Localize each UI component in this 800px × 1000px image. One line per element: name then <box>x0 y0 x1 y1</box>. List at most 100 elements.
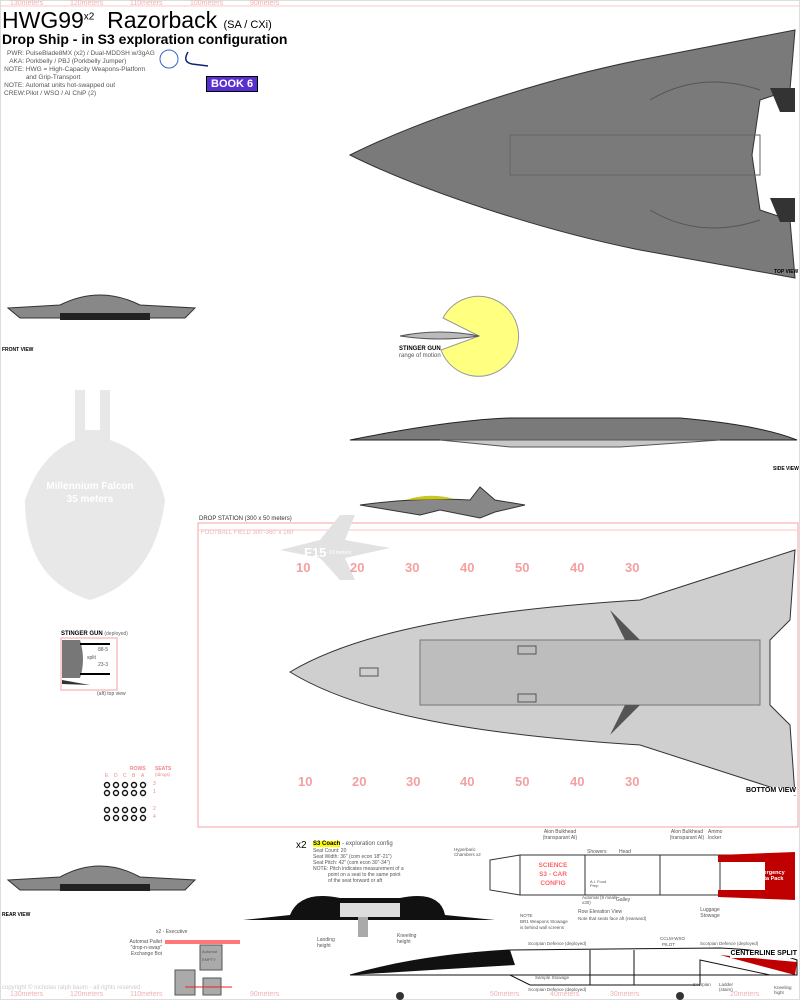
yard-number: 30 <box>405 560 420 575</box>
top-view-ship <box>348 29 796 279</box>
landing-height-label: Landing height <box>317 937 335 949</box>
scale-label: 100meters <box>190 0 224 7</box>
stinger-caption: range of motion <box>399 353 441 359</box>
copyright: copyright © nicholas ralph baum - all ri… <box>2 985 141 991</box>
executive-line: "drop-n-swap" <box>130 945 162 951</box>
f15-size: - 19 meters <box>326 550 352 556</box>
empty-box-label: EMPTY <box>202 957 216 962</box>
stinger-detail-caption: (aft) top view <box>97 691 126 697</box>
scale-label: 40meters <box>550 991 580 998</box>
yard-number: 40 <box>460 560 475 575</box>
scale-label: 130meters <box>10 991 44 998</box>
scorpion-label: Scorpian Defence (deployed) <box>528 987 587 992</box>
row-letter: D <box>114 773 118 779</box>
ammo-locker-label: Ammo locker <box>708 829 723 841</box>
coach-multiplier: x2 <box>296 840 307 851</box>
stinger-value: 88-5 <box>98 647 109 653</box>
scorpion-label: Scorpian Defence (deployed) <box>700 941 759 946</box>
executive-line: Exchange Bot <box>130 951 162 957</box>
plan-note: NOTE <box>520 913 533 918</box>
row-letter: B <box>132 773 136 779</box>
coach-spec-line: of the seat forward or aft <box>328 878 383 884</box>
seat-number: 4 <box>153 814 156 820</box>
yard-number: 30 <box>625 774 640 789</box>
plan-note: BR1 Weapons Stowage <box>520 919 568 924</box>
yard-number: 30 <box>406 774 421 789</box>
yard-number: 10 <box>298 774 313 789</box>
seat-number: 3 <box>153 781 156 787</box>
f15-name: F15 <box>304 545 327 560</box>
hyperbaric-label: Hyperbaric Chambers x2 <box>454 847 481 857</box>
scale-label: 30meters <box>610 991 640 998</box>
spec-item: and Grip-Transport <box>25 74 81 81</box>
bulkhead-label: Alon Bulkhead (transparant AI) <box>669 829 705 841</box>
scorpion-label: Scorpian Defence (deployed) <box>528 941 587 946</box>
yard-number: 40 <box>570 774 585 789</box>
side-view-label: SIDE VIEW <box>773 466 799 472</box>
bottom-view-ship <box>289 549 796 796</box>
spec-list: PWR: PulseBlade8MX (x2) / Dual-MDDSH w/3… <box>4 50 155 98</box>
pilot-label: PILOT <box>662 942 676 947</box>
stinger-detail-diagram <box>60 637 118 691</box>
subtitle: Drop Ship - in S3 exploration configurat… <box>2 31 288 47</box>
scorpian-label: Scorpian <box>693 982 711 987</box>
spec-item: CREW: Pilot / WSO / AI ChiP (2) <box>4 90 97 97</box>
millennium-falcon-silhouette <box>25 390 165 600</box>
automat-label: Automat (9 meals x30) <box>582 895 618 905</box>
rows-label: ROWS <box>130 766 146 772</box>
centerline-label: CENTERLINE SPLIT <box>730 950 797 958</box>
automat-box-label: Automat <box>202 949 217 954</box>
coach-spec-line: Seat Pitch: 42" (com econ 30"-34") <box>313 860 391 866</box>
drop-station-label: DROP STATION (300 x 50 meters) <box>199 516 292 522</box>
luggage-label: Luggage Stowage <box>700 907 720 919</box>
f15-silhouette <box>280 515 390 580</box>
seat-number: 1 <box>153 789 156 795</box>
bulkhead-label: Alon Bulkhead (transparant AI) <box>542 829 578 841</box>
top-view-label: TOP VIEW <box>774 269 799 275</box>
spec-item: PWR: PulseBlade8MX (x2) / Dual-MDDSH w/3… <box>7 50 155 57</box>
row-elevation-note: Note that seats face aft (rearward) <box>578 916 647 921</box>
plan-note: is behind wall screens <box>520 925 565 930</box>
scale-label: 50meters <box>490 991 520 998</box>
scale-label: 120meters <box>70 991 104 998</box>
coach-spec-line: NOTE: Pitch indicates measurement of a <box>313 866 404 872</box>
spec-item: NOTE: Automat units hot-swapped out <box>4 82 116 89</box>
book-badge: BOOK 6 <box>206 76 259 93</box>
cclm-label: CCLM-WSO <box>660 936 685 941</box>
row-letter: E <box>105 773 109 779</box>
seats-sub-label: (tdmgs) <box>155 772 171 777</box>
showers-label: Showers <box>587 849 607 855</box>
split-label: split <box>87 655 96 661</box>
spec-item: AKA: Porkbelly / PBJ (Porkbelly Jumper) <box>9 58 127 65</box>
scale-label: 120meters <box>70 0 104 7</box>
coach-spec-line: Seat Count: 20 <box>313 848 347 854</box>
falcon-name: Millennium Falcon <box>46 481 134 492</box>
emergency-pack-label: Emergency Porta Pack <box>755 870 785 883</box>
scale-label: 20meters <box>730 991 760 998</box>
title-multiplier: x2 <box>83 11 95 23</box>
drop-station-field <box>197 522 799 828</box>
science-label: SCIENCE <box>538 862 568 869</box>
yard-number: 20 <box>350 560 365 575</box>
scale-label: 110meters <box>130 0 163 7</box>
falcon-size: 35 meters <box>66 494 114 505</box>
galley-label: Galley <box>616 897 631 903</box>
yard-number: 50 <box>515 560 530 575</box>
title-code: HWG99 <box>2 7 84 33</box>
scale-label: 130meters <box>10 0 44 7</box>
ladder-label: Ladder (stairs) <box>719 982 734 992</box>
coach-spec-line: point on a seat to the same point <box>328 872 401 878</box>
seat-number: 2 <box>153 806 156 812</box>
coach-spec-line: Seat Width: 36" (com econ 18"-21") <box>313 854 392 860</box>
logo-icons <box>159 49 209 69</box>
scale-label: 110meters <box>130 991 163 998</box>
side-view-ship <box>349 417 798 448</box>
stinger-title: STINGER GUN <box>399 346 441 352</box>
row-elevation-label: Row Elevation View <box>578 909 623 915</box>
coach-cross-section <box>243 896 495 937</box>
executive-title: x2 - Executive <box>156 929 188 935</box>
yard-number: 40 <box>570 560 585 575</box>
yard-number: 10 <box>296 560 311 575</box>
